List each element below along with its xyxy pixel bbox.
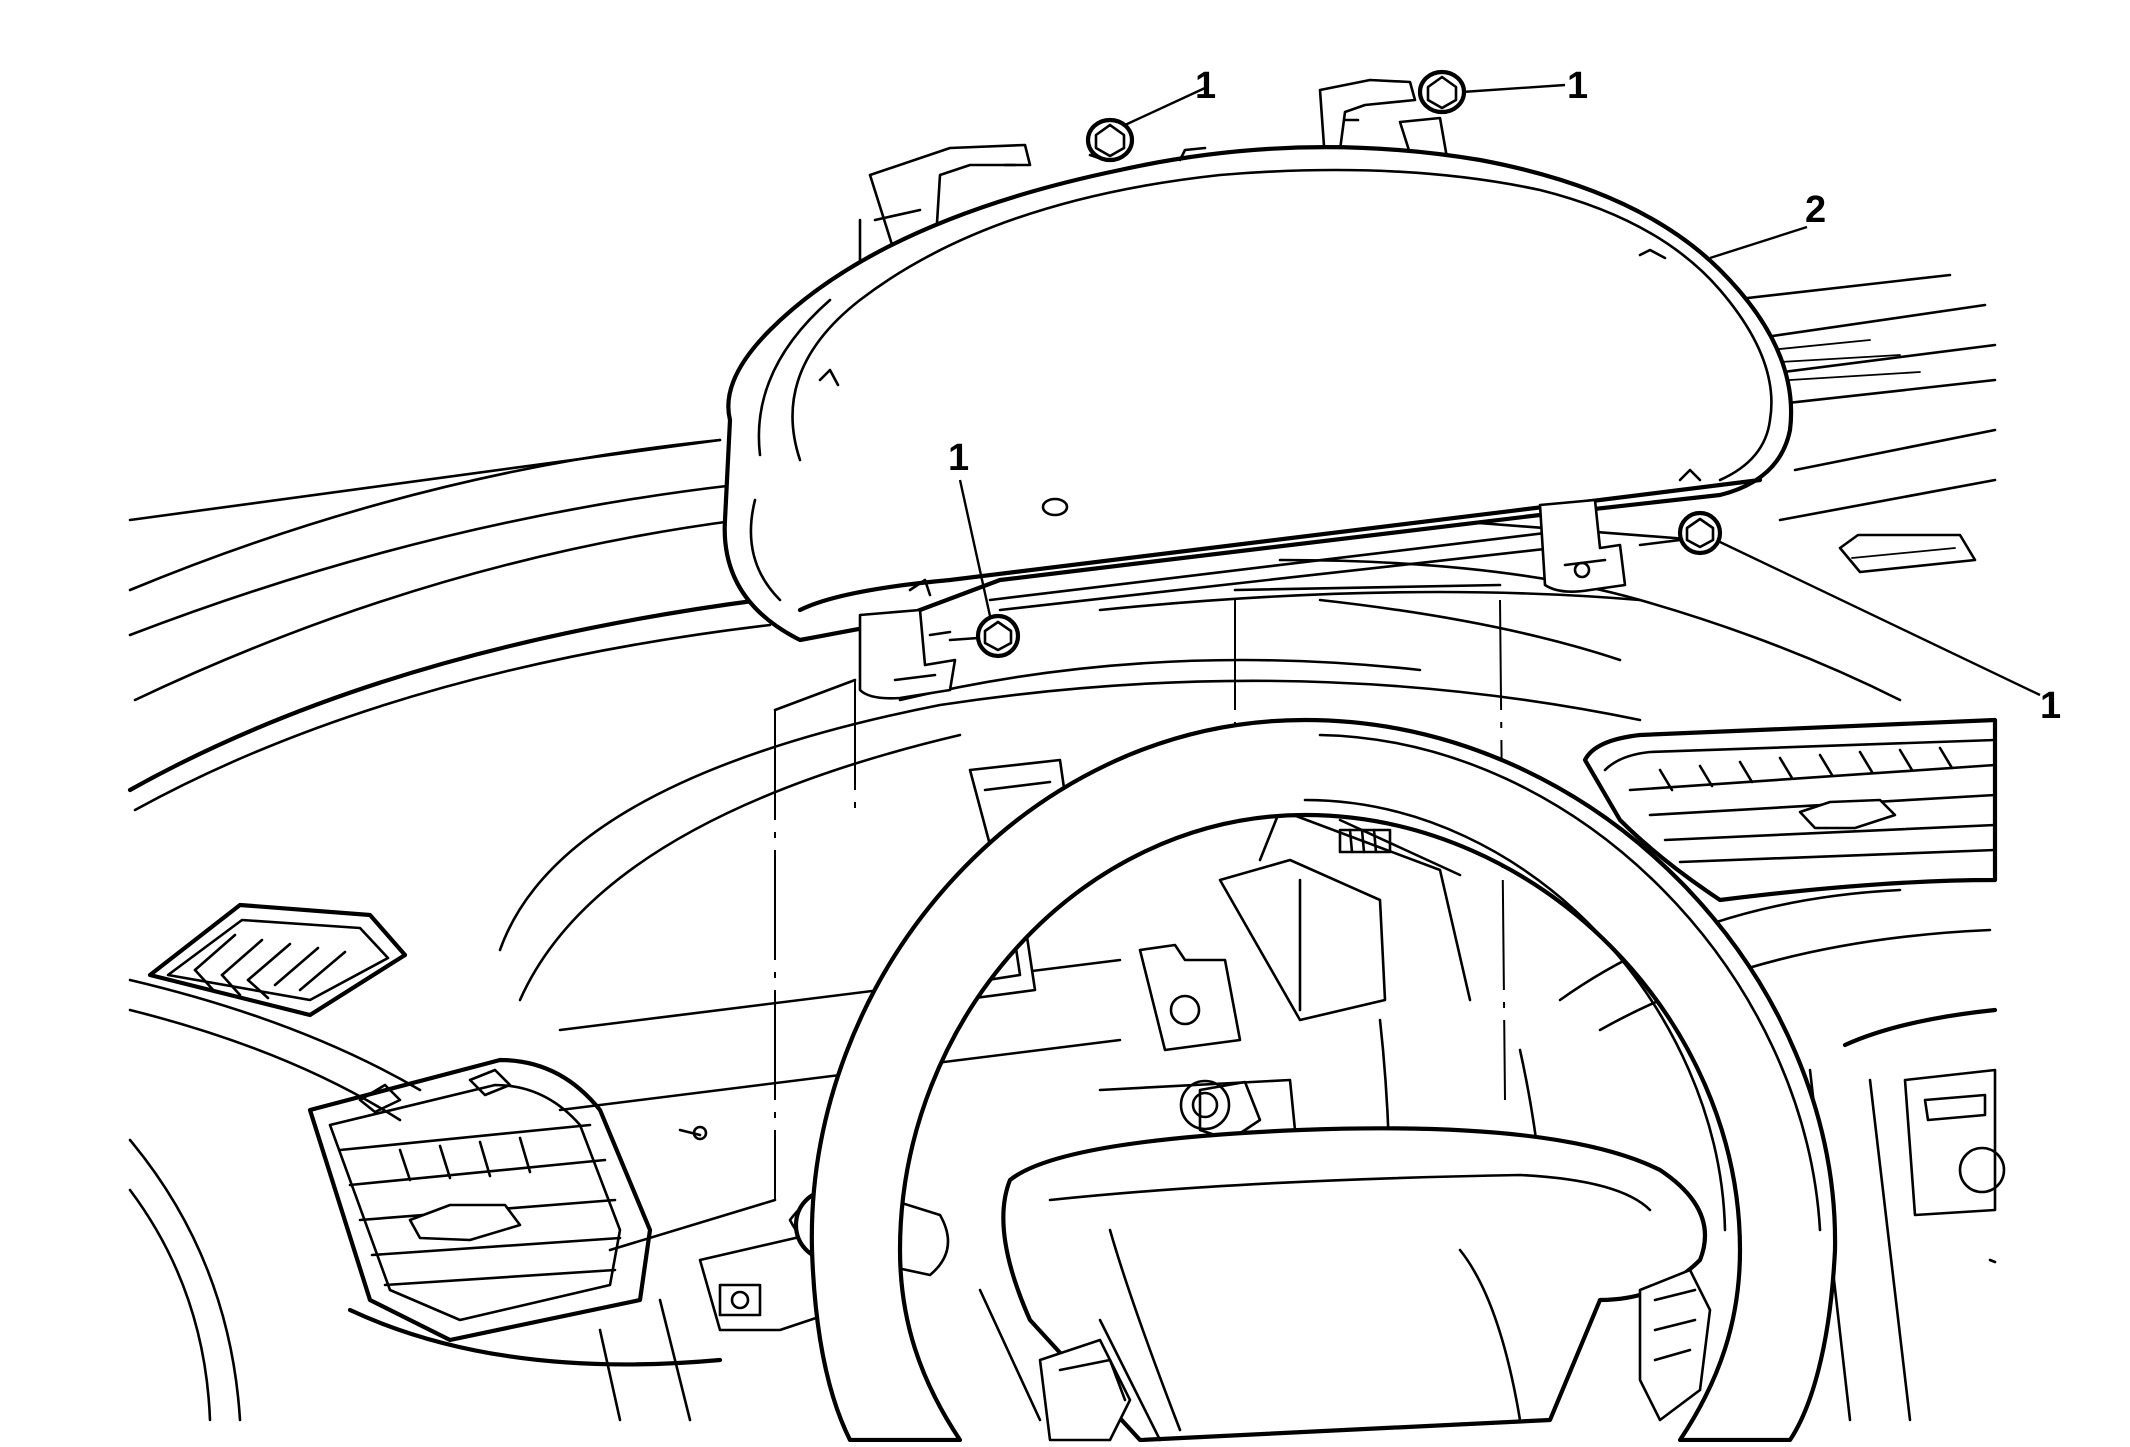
- instrument-cluster: [722, 78, 1794, 700]
- callout-1-lower-left: 1: [948, 437, 969, 479]
- callout-1-top-left: 1: [1195, 65, 1216, 107]
- callout-1-lower-right: 1: [2040, 685, 2061, 727]
- left-side-vent: [147, 902, 408, 1018]
- steering-wheel: [809, 717, 1838, 1443]
- bolt-lower-right-group: [1638, 510, 1723, 556]
- bolt-top-right-group: [1417, 69, 1467, 115]
- center-stack: [1842, 1007, 2006, 1264]
- callout-labels: 1 1 2 1 1: [948, 65, 2061, 727]
- alignment-centerlines: [608, 583, 1506, 1252]
- left-lower-vent: [307, 1057, 653, 1343]
- bolt-lower-left-group: [948, 613, 1021, 659]
- callout-2-cluster: 2: [1805, 189, 1826, 231]
- callout-1-top-right: 1: [1567, 65, 1588, 107]
- callout-leaders: [958, 83, 2041, 697]
- bolt-top-left-group: [1085, 117, 1135, 163]
- right-center-vent: [1582, 717, 1998, 903]
